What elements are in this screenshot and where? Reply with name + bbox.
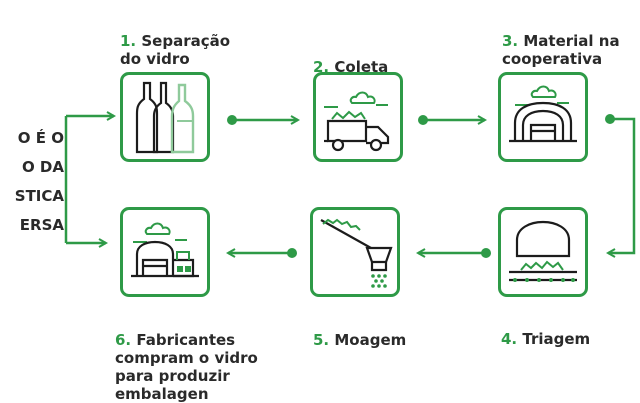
step-title: Fabricantes compram o vidro para produzi… bbox=[115, 331, 258, 403]
step-title: Moagem bbox=[334, 331, 407, 349]
step-number: 3. bbox=[502, 32, 519, 50]
step-2-label: 2. Coleta bbox=[313, 40, 388, 76]
step-6-box bbox=[120, 207, 210, 297]
step-4-label: 4. Triagem bbox=[501, 312, 590, 348]
connector-dot bbox=[287, 248, 297, 258]
glass-bottles-icon bbox=[135, 81, 195, 154]
side-label-line: O DA bbox=[21, 158, 64, 176]
step-number: 2. bbox=[313, 58, 330, 76]
connector-step3-to-step4 bbox=[608, 117, 636, 253]
step-number: 6. bbox=[115, 331, 132, 349]
step-number: 4. bbox=[501, 330, 518, 348]
cooperative-warehouse-icon bbox=[509, 85, 577, 143]
step-title: Coleta bbox=[334, 58, 389, 76]
side-label-line: STICA bbox=[14, 187, 64, 205]
step-title: Material na cooperativa bbox=[502, 32, 620, 68]
step-6-label: 6. Fabricantes compram o vidro para prod… bbox=[115, 313, 258, 403]
factory-icon bbox=[131, 222, 199, 278]
step-number: 5. bbox=[313, 331, 330, 349]
step-5-label: 5. Moagem bbox=[313, 313, 406, 349]
side-label: O É O O DA STICA ERSA bbox=[0, 124, 64, 240]
step-2-box bbox=[313, 72, 403, 162]
step-3-box bbox=[498, 72, 588, 162]
connector-dot bbox=[481, 248, 491, 258]
grinder-icon bbox=[320, 218, 393, 288]
step-3-label: 3. Material na cooperativa bbox=[502, 14, 620, 68]
step-4-box bbox=[498, 207, 588, 297]
step-title: Separação do vidro bbox=[120, 32, 231, 68]
collection-truck-icon bbox=[324, 91, 390, 152]
connector-dot bbox=[418, 115, 428, 125]
step-1-label: 1. Separação do vidro bbox=[120, 14, 230, 68]
connector-dot bbox=[227, 115, 237, 125]
step-1-box bbox=[120, 72, 210, 162]
connector-dot bbox=[605, 114, 615, 124]
step-5-box bbox=[310, 207, 400, 297]
side-label-line: O É O bbox=[17, 129, 64, 147]
sorting-bin-icon bbox=[509, 220, 577, 282]
step-title: Triagem bbox=[522, 330, 591, 348]
side-label-line: ERSA bbox=[19, 216, 64, 234]
step-number: 1. bbox=[120, 32, 137, 50]
